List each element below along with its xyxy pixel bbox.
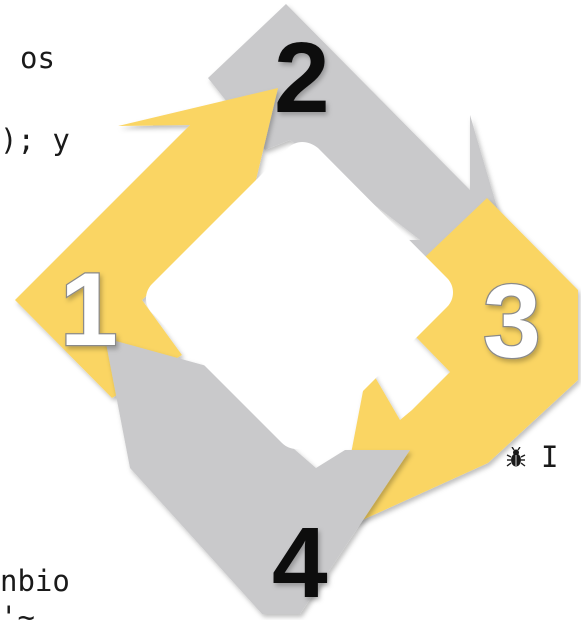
text-fragment-2: ); y [0, 123, 70, 157]
step-number-2: 2 [274, 22, 330, 134]
step-number-4: 4 [272, 507, 328, 619]
arrow-step4-to-1 [105, 338, 410, 614]
arrow-step1-to-2 [15, 88, 278, 398]
center-window [146, 142, 453, 449]
cycle-diagram: 1 2 3 4 [15, 4, 578, 619]
text-fragment-3: nbio [0, 564, 70, 598]
step-number-1: 1 [60, 252, 118, 368]
bug-icon [506, 447, 526, 467]
text-fragment-1: os [20, 41, 55, 75]
step-number-3: 3 [483, 264, 541, 380]
arrow-step2-to-3 [208, 4, 520, 285]
text-fragment-right: I [541, 440, 559, 474]
arrow-step3-to-4 [336, 198, 578, 532]
